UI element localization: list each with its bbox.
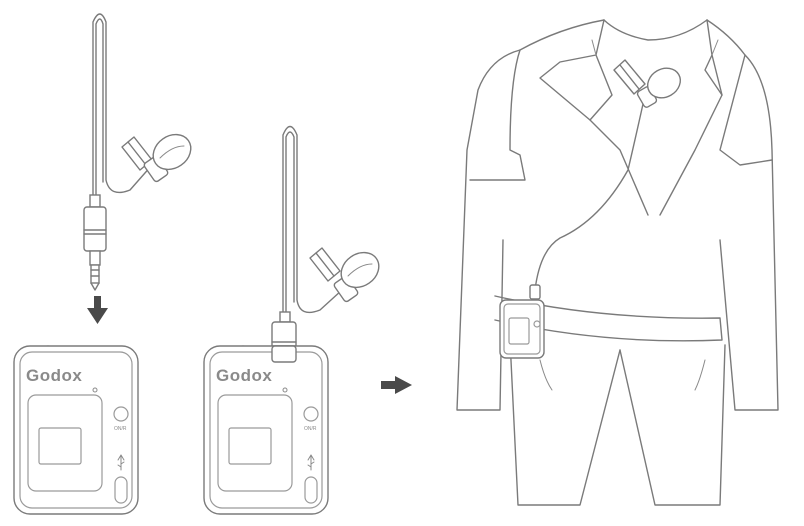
lavalier-mic-with-plug <box>83 13 192 291</box>
person-wearing-mic <box>456 19 779 506</box>
worn-transmitter <box>499 284 545 359</box>
power-button <box>113 406 129 422</box>
usb-port <box>304 476 318 504</box>
power-label: ON/R <box>114 426 127 432</box>
power-label: ON/R <box>304 426 317 432</box>
mic-clip-icon <box>309 247 341 282</box>
display-screen <box>508 317 530 345</box>
display-screen <box>228 427 272 465</box>
usb-icon <box>307 454 315 471</box>
mic-capsule-icon <box>143 133 192 183</box>
usb-icon <box>117 454 125 471</box>
right-arrow-icon <box>381 376 412 394</box>
audio-plug-3.5mm <box>83 194 107 291</box>
wireless-transmitter-left: Godox ON/R <box>13 345 139 515</box>
worn-lavalier-mic <box>534 59 682 291</box>
down-arrow-icon <box>87 296 108 324</box>
brand-logo: Godox <box>216 366 272 385</box>
mic-capsule-icon <box>333 251 380 303</box>
mic-capsule-icon <box>636 67 682 108</box>
usb-port <box>114 476 128 504</box>
brand-logo: Godox <box>26 366 82 385</box>
wireless-transmitter-right: Godox ON/R <box>203 345 329 515</box>
power-button <box>533 320 541 328</box>
power-button <box>303 406 319 422</box>
mic-clip-icon <box>613 59 646 95</box>
lavalier-mic-plugged <box>271 125 380 363</box>
display-screen <box>38 427 82 465</box>
